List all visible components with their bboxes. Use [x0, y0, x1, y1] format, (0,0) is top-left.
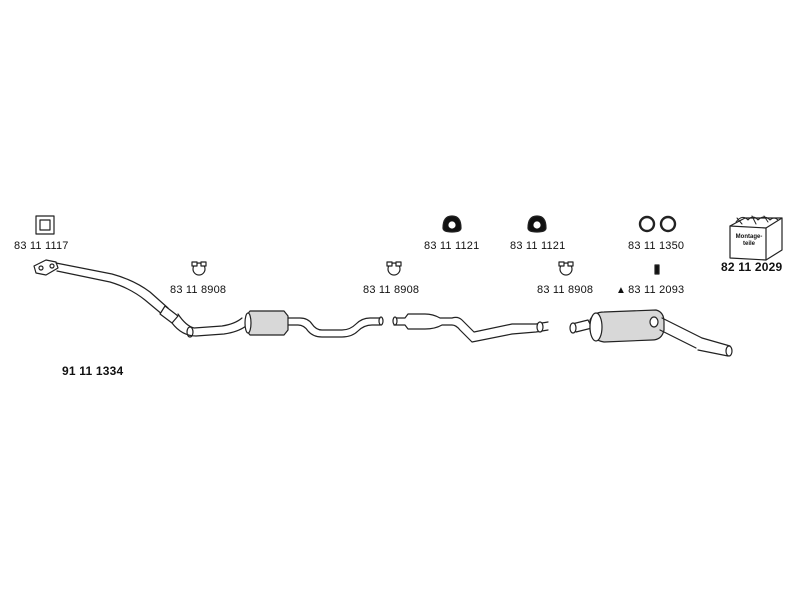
exhaust-system	[33, 259, 733, 357]
clamp-front-part-number: 83 11 8908	[170, 284, 227, 296]
rubber-hanger-2-part-number: 83 11 1121	[510, 240, 566, 252]
gasket-icon	[35, 215, 55, 235]
clamp-mid-icon	[386, 261, 402, 276]
complete-system-part-number: 91 11 1334	[62, 364, 124, 378]
clamp-front-icon	[191, 261, 207, 276]
clamp-mid-part-number: 83 11 8908	[363, 284, 420, 296]
rubber-hanger-icon-2	[527, 215, 547, 233]
ring-set-icon	[638, 215, 677, 233]
clamp-rear-icon	[558, 261, 574, 276]
warning-triangle-icon: ▲	[616, 285, 627, 296]
ring-set-part-number: 83 11 1350	[628, 240, 685, 252]
bolt-part-number-text: 83 11 2093	[628, 284, 685, 296]
mounting-kit-part-number: 82 11 2029	[721, 260, 783, 274]
mounting-kit-box-label: Montage- teile	[733, 234, 765, 248]
mounting-kit-box-line2: teile	[742, 241, 755, 247]
bolt-icon	[654, 264, 660, 275]
gasket-part-number: 83 11 1117	[14, 240, 69, 252]
mounting-kit-icon	[729, 215, 783, 261]
rubber-hanger-1-part-number: 83 11 1121	[424, 240, 480, 252]
bolt-part-number: ▲83 11 2093	[616, 284, 684, 296]
clamp-rear-part-number: 83 11 8908	[537, 284, 594, 296]
rubber-hanger-icon-1	[442, 215, 462, 233]
mounting-kit-box-line1: Montage-	[735, 234, 763, 240]
